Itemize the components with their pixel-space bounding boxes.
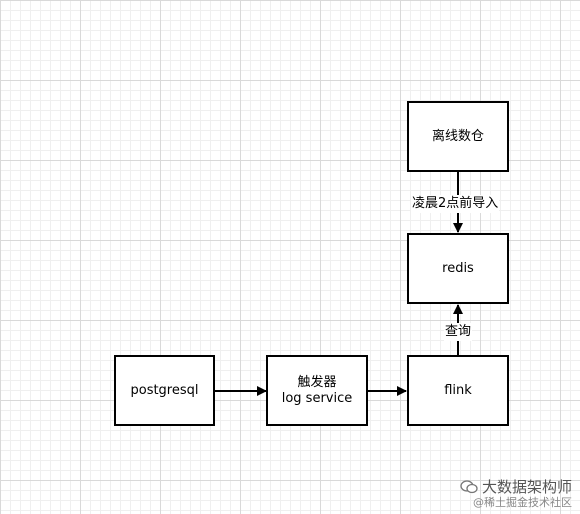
watermark-title-row: 大数据架构师 xyxy=(460,478,572,496)
node-postgresql: postgresql xyxy=(114,355,215,426)
watermark: 大数据架构师 @稀土掘金技术社区 xyxy=(460,478,572,510)
node-trigger-log-service: 触发器 log service xyxy=(266,355,368,426)
node-redis-label: redis xyxy=(442,260,474,276)
node-log-service-label: log service xyxy=(281,390,353,406)
node-redis: redis xyxy=(407,233,509,304)
node-flink: flink xyxy=(407,355,509,426)
node-postgresql-label: postgresql xyxy=(130,382,199,398)
node-offline-warehouse: 离线数仓 xyxy=(407,101,509,172)
edge-label-query-text: 查询 xyxy=(445,324,472,339)
node-flink-label: flink xyxy=(444,382,472,398)
watermark-subtitle: @稀土掘金技术社区 xyxy=(473,496,572,509)
edge-label-query: 查询 xyxy=(444,323,473,341)
watermark-title: 大数据架构师 xyxy=(481,478,572,496)
node-trigger-label: 触发器 xyxy=(297,374,337,390)
edge-label-import-text: 凌晨2点前导入 xyxy=(412,196,499,211)
edge-label-import-before-2am: 凌晨2点前导入 xyxy=(411,195,500,213)
wechat-icon xyxy=(460,480,478,494)
node-offline-warehouse-label: 离线数仓 xyxy=(431,128,484,144)
